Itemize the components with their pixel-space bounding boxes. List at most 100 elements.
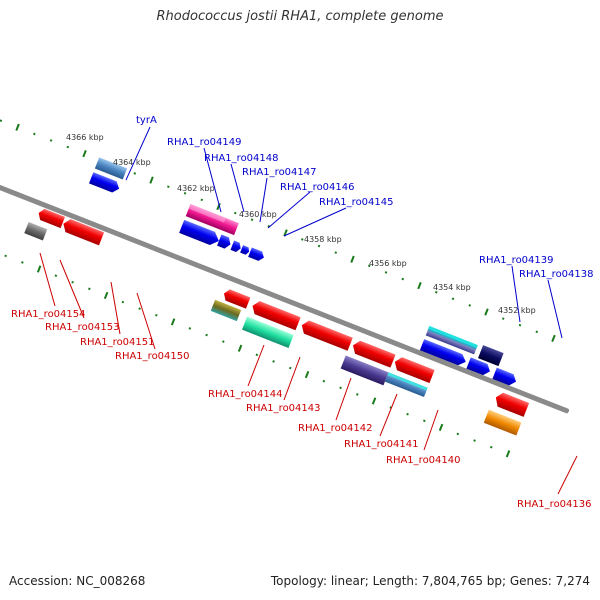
gene-label-ro04145[interactable]: RHA1_ro04145 (319, 197, 394, 208)
accession-text: Accession: NC_008268 (9, 574, 146, 588)
tick-mark (317, 244, 321, 248)
tick-mark (473, 439, 476, 442)
forward-gene-labels: tyrA RHA1_ro04149 RHA1_ro04148 RHA1_ro04… (136, 115, 594, 280)
tick-mark (451, 297, 455, 301)
tick-mark (222, 340, 225, 343)
forward-features (88, 157, 517, 386)
kbp-label: 4364 kbp (113, 158, 151, 167)
tick-mark (21, 261, 24, 264)
gene-label-ro04147[interactable]: RHA1_ro04147 (242, 167, 317, 178)
tick-mark (188, 327, 192, 330)
kbp-label: 4354 kbp (433, 283, 471, 292)
tick-mark (82, 150, 87, 158)
gene-label-ro04144[interactable]: RHA1_ro04144 (208, 389, 283, 400)
tick-mark (183, 191, 187, 195)
tick-mark (283, 229, 288, 237)
tick-mark (535, 330, 539, 334)
gene-label-ro04148[interactable]: RHA1_ro04148 (204, 153, 279, 164)
tick-mark (49, 139, 53, 142)
gene-label-ro04150[interactable]: RHA1_ro04150 (115, 351, 190, 362)
tick-mark (518, 323, 522, 327)
gene-label-ro04146[interactable]: RHA1_ro04146 (280, 182, 355, 193)
gene-label-ro04149[interactable]: RHA1_ro04149 (167, 137, 242, 148)
tick-mark (155, 313, 158, 317)
tick-mark (489, 445, 493, 449)
tick-mark (205, 333, 208, 337)
tick-mark (4, 254, 7, 258)
gene-label-ro04142[interactable]: RHA1_ro04142 (298, 423, 373, 434)
tick-mark (468, 304, 472, 307)
kbp-labels: 4366 kbp 4364 kbp 4362 kbp 4360 kbp 4358… (66, 133, 536, 315)
tick-mark (304, 370, 310, 379)
reverse-leaders (39, 252, 578, 495)
tick-mark (255, 353, 259, 357)
tick-mark (350, 255, 355, 263)
kbp-label: 4362 kbp (177, 184, 215, 193)
tick-mark (71, 280, 74, 284)
tick-mark (438, 423, 444, 432)
gene-label-ro04139[interactable]: RHA1_ro04139 (479, 255, 554, 266)
tick-mark (233, 211, 237, 215)
tick-mark (484, 308, 489, 316)
gene-label-ro04153[interactable]: RHA1_ro04153 (45, 322, 120, 333)
kbp-label: 4360 kbp (239, 210, 277, 219)
tick-mark (250, 218, 254, 221)
tick-mark (166, 185, 170, 188)
tick-mark (33, 132, 36, 136)
tick-mark (121, 300, 125, 304)
tick-mark (334, 251, 338, 254)
gene-label-ro04141[interactable]: RHA1_ro04141 (344, 439, 419, 450)
tick-mark (170, 318, 176, 326)
tick-mark (434, 290, 438, 294)
gene-label-ro04138[interactable]: RHA1_ro04138 (519, 269, 594, 280)
tick-mark (505, 450, 511, 458)
reverse-gene-labels: RHA1_ro04154 RHA1_ro04153 RHA1_ro04151 R… (11, 309, 592, 510)
tick-mark (339, 386, 342, 390)
tick-mark (423, 419, 426, 423)
map-title: Rhodococcus jostii RHA1, complete genome (156, 9, 444, 24)
kbp-label: 4356 kbp (369, 259, 407, 268)
forward-leaders (125, 126, 563, 339)
gene-label-ro04151[interactable]: RHA1_ro04151 (80, 337, 155, 348)
tick-mark (551, 334, 556, 343)
tick-mark (36, 265, 42, 273)
tick-mark (300, 238, 304, 241)
tick-mark (88, 287, 91, 291)
gene-label-ro04154[interactable]: RHA1_ro04154 (11, 309, 86, 320)
tick-mark (322, 379, 326, 383)
tick-mark (149, 176, 154, 184)
tick-mark (133, 172, 137, 175)
kbp-label: 4366 kbp (66, 133, 104, 142)
tick-mark (237, 344, 243, 352)
gene-label-tyrA[interactable]: tyrA (136, 115, 157, 126)
kbp-label: 4352 kbp (498, 306, 536, 315)
gene-label-ro04136[interactable]: RHA1_ro04136 (517, 499, 592, 510)
tick-mark (289, 366, 292, 370)
tick-mark (367, 264, 371, 268)
tick-mark (456, 432, 460, 436)
tick-mark (401, 277, 405, 281)
tick-mark (417, 282, 422, 290)
tick-mark (501, 317, 505, 320)
gene-label-ro04143[interactable]: RHA1_ro04143 (246, 403, 321, 414)
tick-mark (138, 307, 141, 310)
tick-mark (15, 123, 20, 131)
backbone (0, 145, 570, 414)
tick-mark (54, 274, 58, 277)
kbp-label: 4358 kbp (304, 235, 342, 244)
gene-label-ro04140[interactable]: RHA1_ro04140 (386, 455, 461, 466)
tick-mark (200, 198, 204, 202)
tick-mark (406, 412, 409, 416)
tick-mark (66, 145, 70, 149)
tick-mark (103, 291, 109, 300)
genome-summary-text: Topology: linear; Length: 7,804,765 bp; … (270, 574, 590, 588)
tick-mark (216, 202, 221, 211)
reverse-features (24, 208, 530, 436)
tick-mark (384, 271, 388, 274)
tick-mark (356, 393, 359, 396)
tick-mark (0, 119, 3, 122)
tick-row-bottom (4, 254, 511, 458)
tick-mark (272, 360, 275, 363)
tick-mark (371, 397, 377, 405)
